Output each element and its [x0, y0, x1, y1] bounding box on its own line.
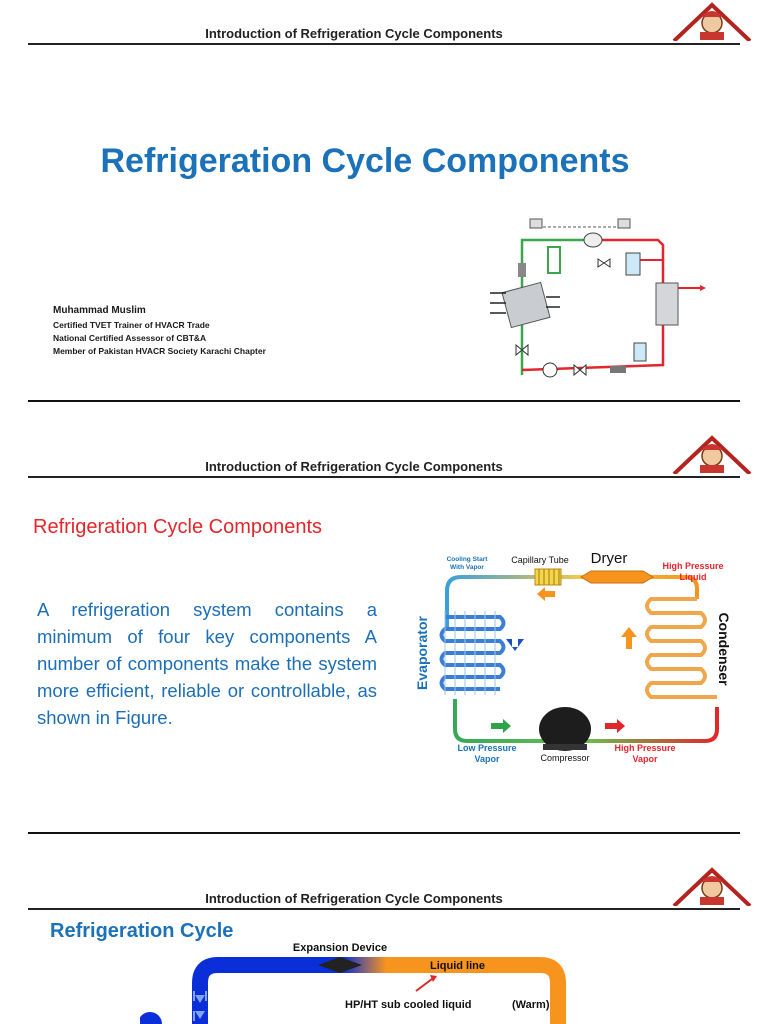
label-low-pressure-vapor: Low Pressure — [457, 743, 516, 753]
header-title: Introduction of Refrigeration Cycle Comp… — [205, 459, 503, 474]
author-block: Muhammad Muslim Certified TVET Trainer o… — [53, 305, 266, 358]
label-warm: (Warm) — [512, 999, 550, 1011]
label-liquid-line: Liquid line — [430, 960, 485, 972]
label-cooling-start-2: With Vapor — [450, 564, 484, 571]
label-evaporator: Evaporator — [414, 615, 430, 689]
slide-heading: Refrigeration Cycle — [50, 920, 234, 942]
slide-3: Introduction of Refrigeration Cycle Comp… — [0, 835, 768, 1024]
slide-2: Introduction of Refrigeration Cycle Comp… — [0, 403, 768, 834]
logo-icon — [672, 435, 752, 474]
page-title: Refrigeration Cycle Components — [100, 142, 630, 180]
header-title: Introduction of Refrigeration Cycle Comp… — [205, 891, 503, 906]
header-rule — [28, 476, 740, 478]
author-credential: National Certified Assessor of CBT&A — [53, 333, 207, 343]
author-credential: Member of Pakistan HVACR Society Karachi… — [53, 346, 266, 356]
label-high-pressure-vapor-2: Vapor — [632, 754, 658, 764]
cycle-schematic — [490, 218, 706, 378]
header-rule — [28, 43, 740, 45]
cycle-figure: Cooling Start With Vapor Capillary Tube … — [414, 550, 732, 764]
label-expansion-device: Expansion Device — [293, 943, 387, 954]
label-compressor: Compressor — [540, 753, 589, 763]
label-condenser: Condenser — [716, 612, 732, 686]
logo-icon — [672, 867, 752, 906]
header-rule — [28, 908, 740, 910]
slide-heading: Refrigeration Cycle Components — [33, 516, 323, 538]
label-low-pressure-vapor-2: Vapor — [474, 754, 500, 764]
label-high-pressure-liquid-2: Liquid — [680, 572, 707, 582]
author-name: Muhammad Muslim — [53, 305, 146, 316]
label-high-pressure-vapor: High Pressure — [614, 743, 675, 753]
slide-1: Introduction of Refrigeration Cycle Comp… — [0, 0, 768, 402]
slide-divider — [28, 400, 740, 402]
logo-icon — [672, 2, 752, 41]
label-capillary-tube: Capillary Tube — [511, 555, 569, 565]
header-title: Introduction of Refrigeration Cycle Comp… — [205, 26, 503, 41]
slide-divider — [28, 832, 740, 834]
slide-body-text: A refrigeration system contains a minimu… — [37, 599, 377, 728]
label-hp-ht-liquid: HP/HT sub cooled liquid — [345, 999, 472, 1011]
author-credential: Certified TVET Trainer of HVACR Trade — [53, 320, 210, 330]
cycle-diagram-partial: Expansion Device Liquid line HP/HT sub c… — [140, 943, 566, 1024]
label-cooling-start: Cooling Start — [447, 556, 489, 563]
label-high-pressure-liquid: High Pressure — [662, 561, 723, 571]
label-dryer: Dryer — [591, 550, 628, 567]
